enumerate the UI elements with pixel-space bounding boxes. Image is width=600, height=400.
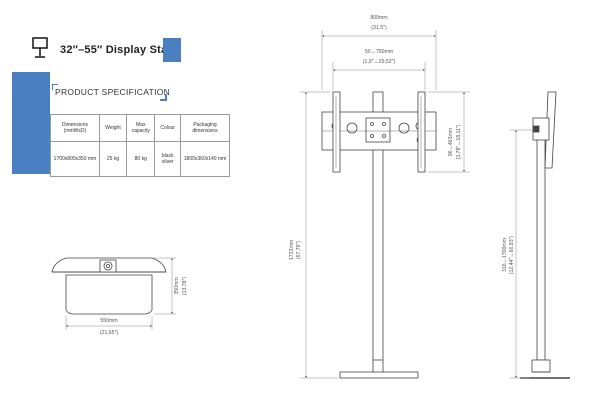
base-width-inch-label: (21,65″) xyxy=(100,330,119,336)
bracket-height-label: 96↔463mm xyxy=(448,128,454,156)
spec-val-capacity: 80 kg xyxy=(126,141,156,177)
spec-col-dimensions: Dimensions (mmWxD) xyxy=(50,114,100,142)
monitor-stand-icon xyxy=(30,36,50,62)
spec-val-dimensions: 1700x800x350 mm xyxy=(50,141,100,177)
adjust-height-inch-label: (12,44″↔66,93″) xyxy=(509,236,515,275)
front-view-stand xyxy=(321,91,437,379)
bracket-height-inch-label: (3,78″↔18,11″) xyxy=(456,124,462,159)
total-height-inch-label: (67,79″) xyxy=(296,241,302,260)
base-top-view xyxy=(51,257,167,315)
spec-col-weight: Weight xyxy=(98,114,128,142)
overall-width-inch-label: (31,5″) xyxy=(371,25,387,31)
spec-heading: PRODUCT SPECIFICATION xyxy=(55,87,171,97)
front-view-dimension-lines xyxy=(300,30,470,379)
spec-val-colour: black silver xyxy=(154,141,182,177)
title-accent xyxy=(163,38,181,62)
base-dimension-lines xyxy=(65,257,176,330)
spec-col-packaging: Packaging dimensions xyxy=(180,114,230,142)
base-depth-label: 350mm xyxy=(174,277,180,294)
adjust-height-label: 316↔1700mm xyxy=(502,238,508,272)
side-view-stand xyxy=(520,91,570,379)
heading-bracket-right xyxy=(160,94,167,101)
heading-bracket-left xyxy=(52,84,58,90)
base-depth-inch-label: (13,78″) xyxy=(182,277,188,296)
side-accent-bar xyxy=(12,72,50,174)
product-title: 32″–55″ Display Stand xyxy=(60,44,182,56)
side-view-dimension-lines xyxy=(510,129,534,379)
vesa-range-label: 50↔750mm xyxy=(365,49,393,55)
spec-header-row: Dimensions (mmWxD) Weight Max capacity C… xyxy=(50,114,230,142)
spec-val-packaging: 1800x360x140 mm xyxy=(180,141,230,177)
total-height-label: 1722mm xyxy=(289,240,295,260)
base-width-label: 550mm xyxy=(100,318,117,324)
spec-table: Dimensions (mmWxD) Weight Max capacity C… xyxy=(50,114,230,177)
spec-values-row: 1700x800x350 mm 25 kg 80 kg black silver… xyxy=(50,141,230,177)
overall-width-label: 800mm xyxy=(370,15,387,21)
vesa-range-inch-label: (1,9″↔29,52″) xyxy=(363,59,396,65)
